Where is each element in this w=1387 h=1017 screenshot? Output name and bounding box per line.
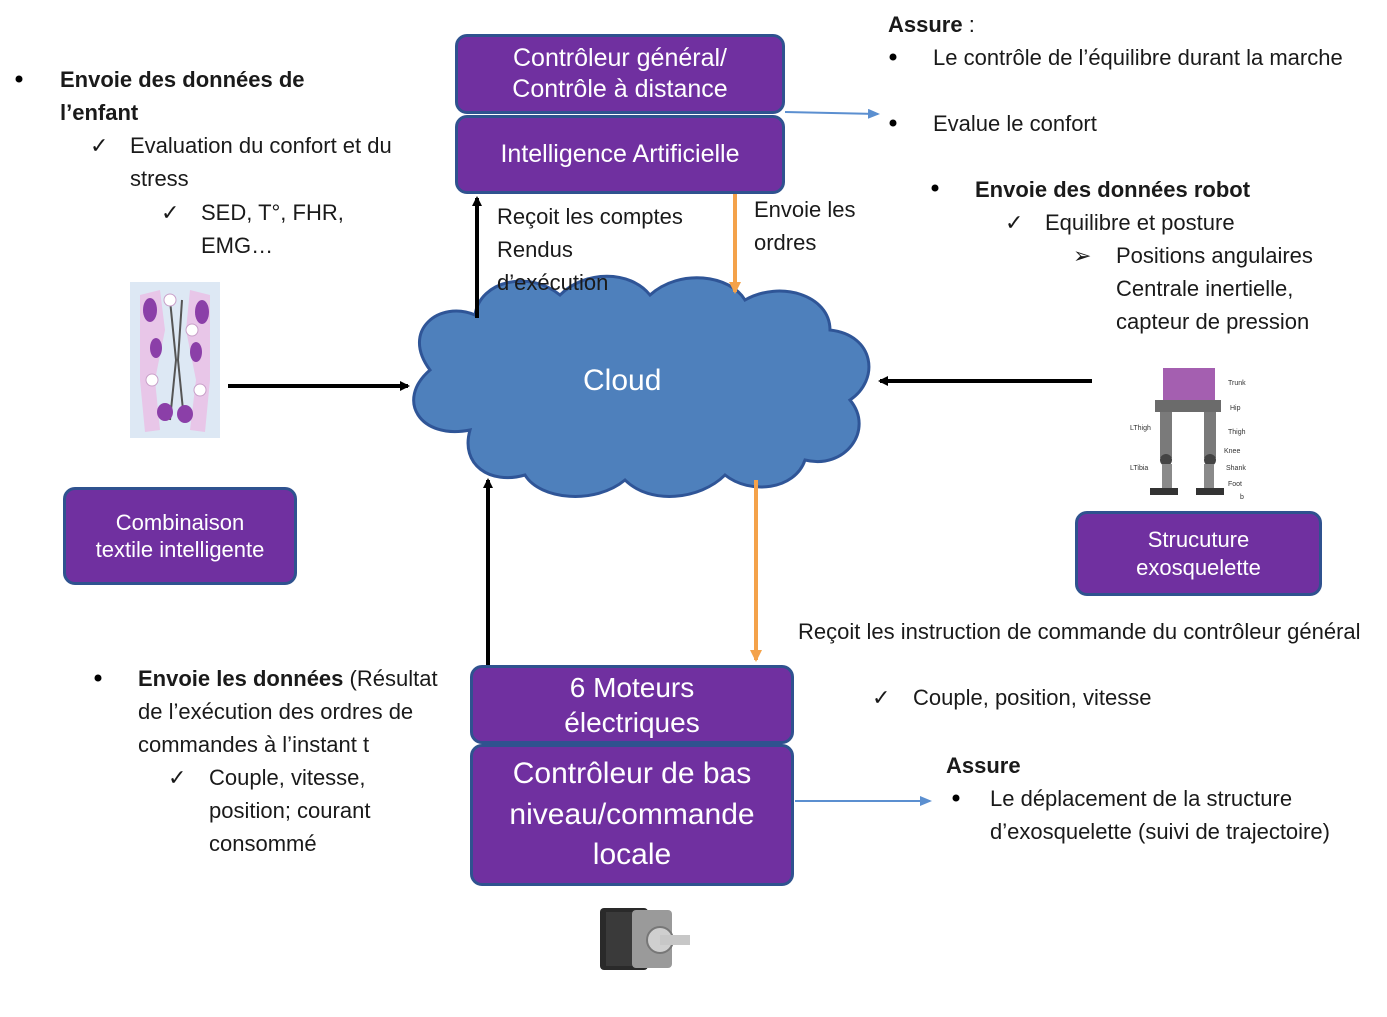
left-bottom-text: Envoie les données (Résultat de l’exécut… [138, 666, 438, 757]
check-icon: ✓ [872, 685, 891, 710]
bullet-dot [931, 184, 939, 192]
bullet-dot [94, 674, 102, 682]
arrow-controleur-to-assure [784, 108, 880, 119]
box-structure-exosquelette[interactable]: Strucuture exosquelette [1075, 511, 1322, 596]
box-combinaison-textile[interactable]: Combinaison textile intelligente [63, 487, 297, 585]
box-combinaison-textile-label: Combinaison textile intelligente [95, 509, 265, 563]
box-controleur-bas-niveau-label: Contrôleur de bas niveau/commande locale [509, 757, 755, 872]
right-top-assure-item-2: Evalue le confort [933, 111, 1097, 136]
box-controleur-bas-niveau[interactable]: Contrôleur de bas niveau/commande locale [470, 744, 794, 886]
box-controleur-general-label: Contrôleur général/ Contrôle à distance [512, 43, 728, 103]
exo-label-thigh: Thigh [1228, 429, 1246, 436]
left-top-title: Envoie des données de l’enfant [60, 67, 305, 125]
box-structure-exosquelette-label: Strucuture exosquelette [1136, 527, 1261, 580]
exoskeleton-image: Trunk Hip Thigh Knee Shank Foot LThigh L… [1125, 355, 1253, 503]
bullet-dot [889, 119, 897, 127]
check-icon: ✓ [161, 200, 180, 225]
right-top-robot-subitem: Positions angulaires Centrale inertielle… [1116, 243, 1313, 334]
stepper-motor-image [600, 908, 690, 970]
right-middle-item: Couple, position, vitesse [913, 685, 1152, 710]
exo-label-lthigh: LThigh [1130, 425, 1151, 432]
box-intelligence-artificielle[interactable]: Intelligence Artificielle [455, 115, 785, 194]
right-top-assure: Assure : [888, 12, 975, 37]
smart-textile-image [130, 282, 220, 438]
label-envoie-ordres: Envoie les ordres [754, 197, 856, 255]
exo-label-b: b [1240, 494, 1244, 501]
right-top-assure-item-1: Le contrôle de l’équilibre durant la mar… [933, 45, 1343, 70]
box-controleur-general[interactable]: Contrôleur général/ Contrôle à distance [455, 34, 785, 114]
exo-label-shank: Shank [1226, 465, 1246, 472]
exo-label-knee: Knee [1224, 448, 1240, 455]
bullet-dot [15, 75, 23, 83]
check-icon: ✓ [168, 765, 187, 790]
left-top-item: Evaluation du confort et du stress [130, 133, 392, 191]
check-icon: ✓ [1005, 210, 1024, 235]
exo-label-foot: Foot [1228, 481, 1242, 488]
exo-label-hip: Hip [1230, 405, 1241, 412]
box-intelligence-artificielle-label: Intelligence Artificielle [500, 139, 740, 168]
check-icon: ✓ [90, 133, 109, 158]
bullet-dot [952, 794, 960, 802]
box-moteurs-electriques-label: 6 Moteurs électriques [564, 671, 700, 738]
right-top-robot-item: Equilibre et posture [1045, 210, 1235, 235]
box-moteurs-electriques[interactable]: 6 Moteurs électriques [470, 665, 794, 744]
bullet-dot [889, 53, 897, 61]
label-recoit-comptes: Reçoit les comptes Rendus d’exécution [497, 204, 683, 295]
exo-label-ltibia: LTibia [1130, 465, 1148, 472]
right-bottom-title: Assure [946, 753, 1021, 778]
exo-label-trunk: Trunk [1228, 380, 1246, 387]
cloud-shape [412, 274, 871, 498]
cloud-label: Cloud [583, 364, 662, 397]
left-bottom-item: Couple, vitesse, position; courant conso… [209, 765, 371, 856]
right-middle-text: Reçoit les instruction de commande du co… [798, 619, 1361, 644]
right-bottom-item: Le déplacement de la structure d’exosque… [990, 786, 1330, 844]
arrow-bullet-icon: ➢ [1073, 243, 1092, 268]
left-top-subitem: SED, T°, FHR, EMG… [201, 200, 344, 258]
right-top-robot-title: Envoie des données robot [975, 177, 1251, 202]
